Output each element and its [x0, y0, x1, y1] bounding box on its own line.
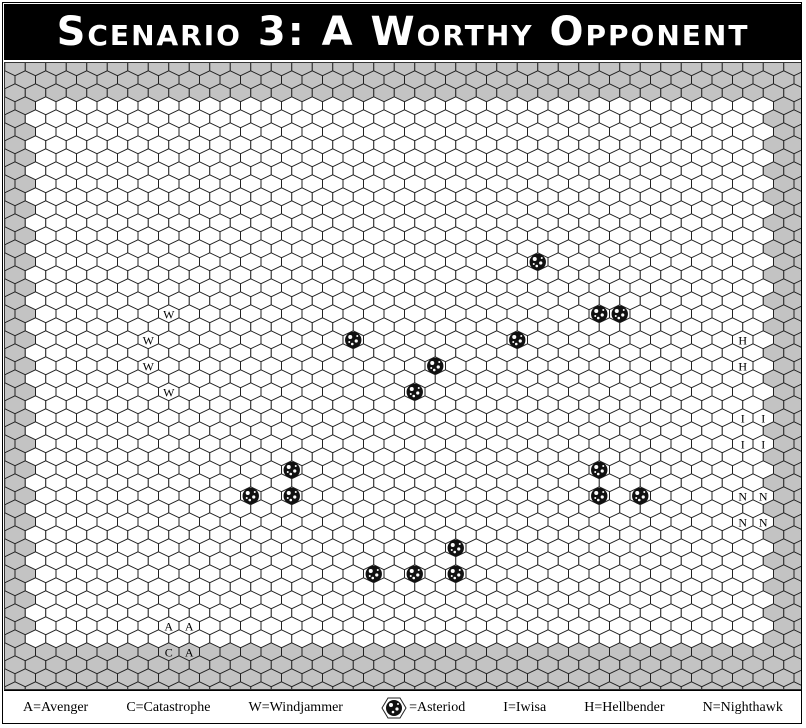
asteroid-icon	[284, 488, 300, 504]
ship-marker[interactable]: N	[738, 490, 747, 504]
asteroid-icon	[448, 566, 464, 582]
legend-avenger: A=Avenger	[23, 700, 88, 716]
ship-marker[interactable]: W	[143, 360, 155, 374]
ship-marker[interactable]: W	[143, 334, 155, 348]
ship-marker[interactable]: I	[741, 438, 745, 452]
legend: A=Avenger C=Catastrophe W=Windjammer =As…	[4, 690, 802, 725]
legend-hellbender: H=Hellbender	[584, 700, 664, 716]
ship-marker[interactable]: I	[761, 412, 765, 426]
asteroid-icon	[591, 306, 607, 322]
ship-marker[interactable]: W	[163, 308, 175, 322]
asteroid-icon	[243, 488, 259, 504]
asteroid-icon	[632, 488, 648, 504]
asteroid-icon	[448, 540, 464, 556]
ship-marker[interactable]: W	[163, 386, 175, 400]
ship-marker[interactable]: I	[741, 412, 745, 426]
legend-catastrophe: C=Catastrophe	[126, 700, 210, 716]
scenario-title: Scenario 3: A Worthy Opponent	[57, 9, 750, 55]
ship-marker[interactable]: H	[738, 360, 747, 374]
asteroid-icon	[366, 566, 382, 582]
asteroid-icon	[407, 384, 423, 400]
legend-asteroid-entry: =Asteriod	[381, 696, 465, 720]
asteroid-icon	[381, 696, 407, 720]
asteroid-icon	[284, 462, 300, 478]
ship-marker[interactable]: A	[164, 620, 173, 634]
legend-iwisa: I=Iwisa	[503, 700, 546, 716]
asteroid-icon	[612, 306, 628, 322]
ship-marker[interactable]: N	[759, 516, 768, 530]
asteroid-icon	[591, 462, 607, 478]
asteroid-icon	[345, 332, 361, 348]
hex-cells[interactable]	[5, 63, 802, 690]
legend-asteroid-label: =Asteriod	[409, 700, 465, 716]
title-bar: Scenario 3: A Worthy Opponent	[4, 4, 802, 60]
ship-marker[interactable]: A	[185, 646, 194, 660]
ship-marker[interactable]: N	[759, 490, 768, 504]
asteroid-icon	[407, 566, 423, 582]
ship-marker[interactable]: I	[761, 438, 765, 452]
ship-marker[interactable]: A	[185, 620, 194, 634]
legend-nighthawk: N=Nighthawk	[703, 700, 783, 716]
asteroid-icon	[509, 332, 525, 348]
ship-marker[interactable]: H	[738, 334, 747, 348]
asteroid-icon	[591, 488, 607, 504]
ship-marker[interactable]: N	[738, 516, 747, 530]
asteroid-icon	[530, 254, 546, 270]
legend-windjammer: W=Windjammer	[249, 700, 343, 716]
ship-marker[interactable]: C	[165, 646, 173, 660]
asteroid-icon	[427, 358, 443, 374]
